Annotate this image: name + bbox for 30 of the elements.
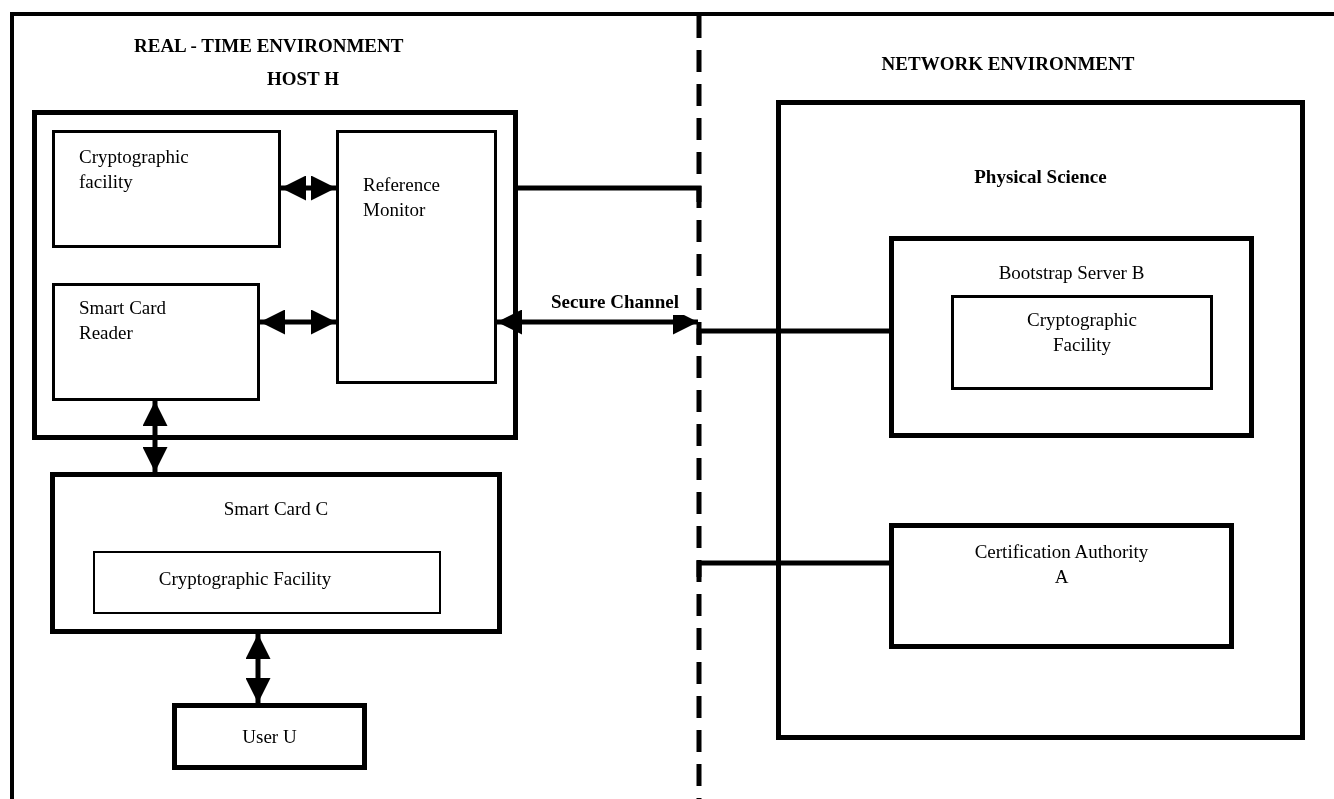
node-label: Certification Authority A [974,540,1149,589]
double-arrow [497,309,698,335]
process-box [951,295,1213,390]
node-label: Cryptographic facility [79,145,190,194]
heading: HOST H [267,67,340,91]
user-box [172,703,367,770]
server-box [889,236,1254,438]
node-label: Smart Card C [222,497,330,521]
heading: REAL - TIME ENVIRONMENT [134,34,405,58]
node-label: Cryptographic Facility [1026,308,1138,357]
network-box [776,100,1305,740]
authority-box [889,523,1234,649]
node-label: Reference Monitor [363,173,441,222]
heading: NETWORK ENVIRONMENT [880,52,1136,76]
heading: Physical Science [973,165,1108,189]
process-box [52,283,260,401]
node-label: Cryptographic Facility [157,567,333,591]
node-label: Smart Card Reader [79,296,168,345]
process-box [336,130,497,384]
process-box [52,130,281,248]
double-arrow [142,401,168,472]
node-label: User U [241,725,298,749]
double-arrow [245,634,271,703]
process-box [93,551,441,614]
double-arrow [281,175,336,201]
environment-panel [10,12,698,799]
smart-card-box [50,472,502,634]
double-arrow [260,309,336,335]
node-label: Bootstrap Server B [997,261,1146,285]
connector-line [518,185,702,202]
